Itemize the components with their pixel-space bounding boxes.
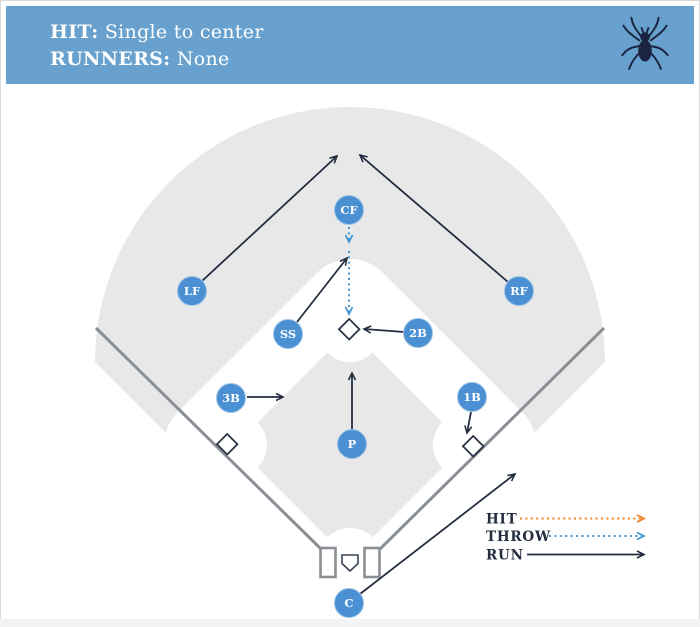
player-circle-3B bbox=[216, 383, 246, 413]
legend-throw-label: THROW bbox=[486, 529, 551, 545]
field-svg: CF LF RF SS 2B 3B 1B P C HIT THROW RUN bbox=[0, 107, 700, 627]
player-marker-LF: LF bbox=[177, 276, 207, 306]
player-marker-SS: SS bbox=[273, 319, 303, 349]
player-circle-1B bbox=[457, 382, 487, 412]
run-arrow-RF bbox=[358, 153, 509, 283]
runners-line: RUNNERS: None bbox=[50, 46, 264, 73]
base-second bbox=[337, 317, 361, 341]
player-circle-C bbox=[334, 588, 364, 618]
run-arrow-2B bbox=[362, 325, 405, 334]
player-circle-P bbox=[337, 429, 367, 459]
player-label-P: P bbox=[348, 437, 357, 451]
batter-box-left bbox=[319, 546, 337, 579]
runners-label: RUNNERS: bbox=[50, 48, 171, 70]
player-label-SS: SS bbox=[280, 327, 296, 341]
player-label-2B: 2B bbox=[409, 326, 427, 340]
hit-label: HIT: bbox=[50, 21, 99, 43]
player-marker-P: P bbox=[337, 429, 367, 459]
player-label-CF: CF bbox=[340, 203, 358, 217]
foul-line-left bbox=[94, 326, 323, 551]
bottom-strip bbox=[0, 619, 700, 627]
legend-run-label: RUN bbox=[486, 548, 524, 564]
player-label-LF: LF bbox=[184, 284, 201, 298]
run-arrow-C bbox=[359, 472, 517, 595]
players-layer: CF LF RF SS 2B 3B 1B P C bbox=[177, 195, 534, 618]
player-circle-LF bbox=[177, 276, 207, 306]
player-marker-C: C bbox=[334, 588, 364, 618]
batter-box-right bbox=[363, 546, 381, 579]
hit-value: Single to center bbox=[98, 21, 264, 43]
player-label-RF: RF bbox=[510, 284, 529, 298]
header-banner: HIT: Single to center RUNNERS: None bbox=[6, 6, 694, 84]
player-circle-CF bbox=[334, 195, 364, 225]
player-marker-CF: CF bbox=[334, 195, 364, 225]
player-marker-2B: 2B bbox=[403, 318, 433, 348]
run-arrow-SS bbox=[296, 256, 349, 323]
base-third bbox=[215, 432, 239, 456]
player-label-C: C bbox=[344, 596, 353, 610]
foul-line-right bbox=[378, 326, 606, 551]
player-marker-1B: 1B bbox=[457, 382, 487, 412]
header-text: HIT: Single to center RUNNERS: None bbox=[50, 19, 264, 73]
base-first bbox=[461, 434, 485, 458]
runners-value: None bbox=[170, 48, 230, 70]
player-marker-3B: 3B bbox=[216, 383, 246, 413]
run-arrow-LF bbox=[201, 154, 339, 282]
player-label-1B: 1B bbox=[463, 390, 481, 404]
player-label-3B: 3B bbox=[222, 391, 240, 405]
legend: HIT THROW RUN bbox=[486, 512, 647, 564]
field-diagram: CF LF RF SS 2B 3B 1B P C HIT THROW RUN bbox=[0, 87, 700, 627]
legend-hit-label: HIT bbox=[486, 512, 518, 528]
movements-layer bbox=[201, 153, 517, 595]
player-circle-RF bbox=[504, 276, 534, 306]
run-arrow-1B bbox=[464, 411, 473, 435]
home-plate-area bbox=[319, 546, 381, 579]
player-circle-2B bbox=[403, 318, 433, 348]
spider-icon bbox=[621, 16, 669, 70]
player-circle-SS bbox=[273, 319, 303, 349]
hit-line: HIT: Single to center bbox=[50, 19, 264, 46]
player-marker-RF: RF bbox=[504, 276, 534, 306]
home-plate bbox=[341, 554, 359, 573]
